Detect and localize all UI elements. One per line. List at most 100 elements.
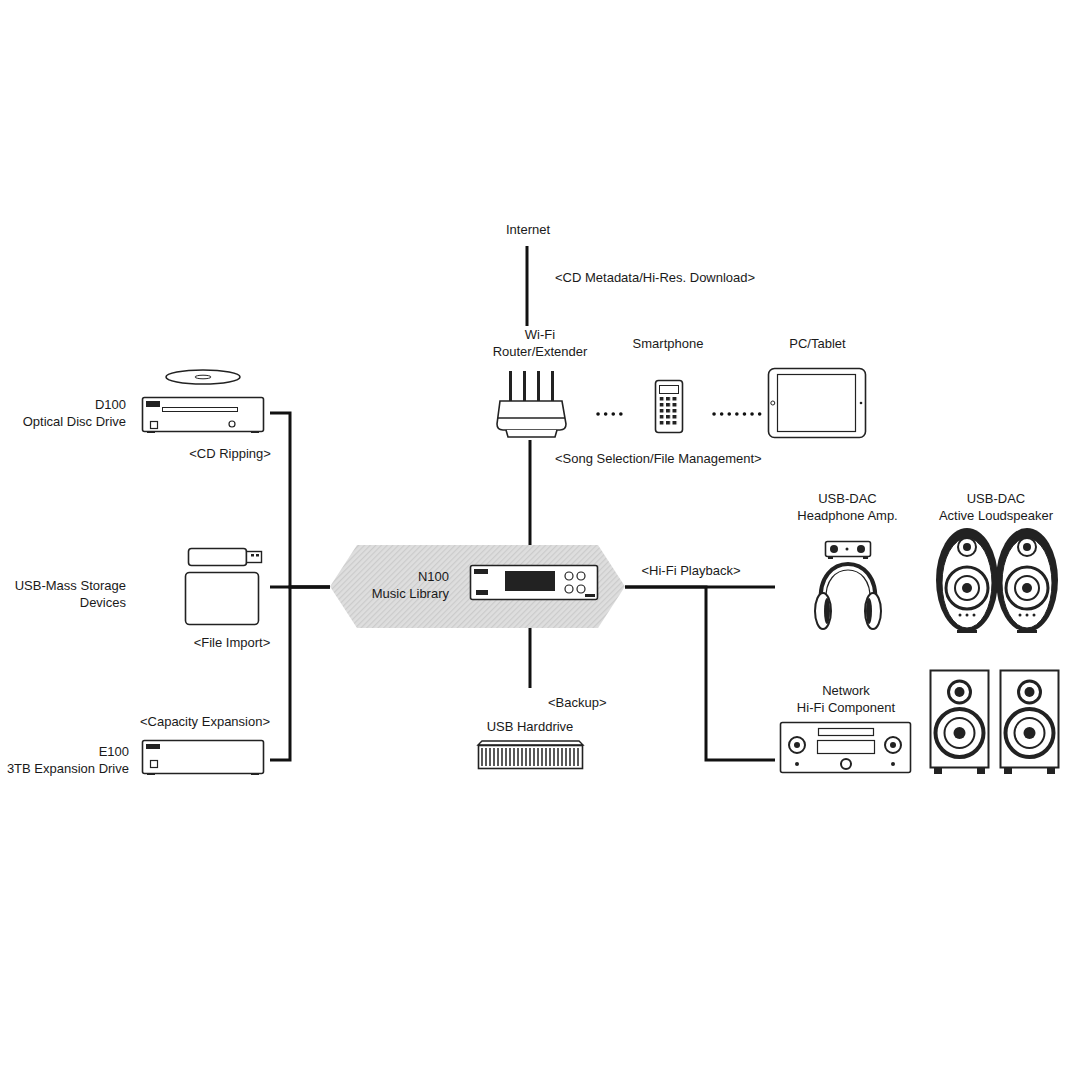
router-icon	[537, 371, 540, 401]
connector-label: <Backup>	[548, 694, 658, 711]
headphones-icon	[824, 598, 830, 624]
usb-harddrive-icon	[479, 746, 583, 769]
disc-drive-icon	[166, 370, 240, 384]
node-label: N100 Music Library	[335, 568, 449, 602]
device-node: USB-DAC Active Loudspeaker	[928, 490, 1064, 636]
active-loudspeaker-icon	[1033, 614, 1036, 617]
bookshelf-speaker-icon	[945, 718, 975, 748]
disc-drive-icon	[146, 401, 160, 407]
node-label: Internet	[488, 221, 568, 238]
active-loudspeaker-icon	[957, 630, 977, 633]
router-icon	[551, 371, 554, 401]
node-label: Network Hi-Fi Component	[776, 682, 916, 716]
music-library-icon	[476, 590, 488, 595]
device-node: Network Hi-Fi Component	[775, 665, 1065, 778]
router-icon	[497, 401, 566, 430]
active-loudspeaker-icon	[1017, 630, 1037, 633]
usb-storage-icon	[186, 549, 262, 625]
expansion-drive-icon	[151, 761, 158, 768]
tablet-icon	[769, 369, 866, 438]
active-loudspeaker-icon	[962, 583, 972, 593]
usb-storage-icon	[247, 552, 262, 563]
connector-label: <CD Metadata/Hi-Res. Download>	[555, 269, 795, 286]
smartphone-icon	[660, 397, 679, 427]
expansion-drive-icon	[251, 773, 259, 775]
node-label: Smartphone	[622, 335, 714, 352]
disc-drive-icon	[143, 370, 264, 433]
expansion-drive-icon	[147, 773, 155, 775]
smartphone-icon	[660, 386, 679, 394]
bookshelf-speaker-icon	[954, 727, 966, 739]
connector-line	[625, 587, 775, 760]
music-library-icon	[471, 566, 598, 600]
connector-label: <Capacity Expansion>	[125, 713, 285, 730]
connector-label: <CD Ripping>	[150, 445, 310, 462]
node-label: E100 3TB Expansion Drive	[3, 743, 129, 777]
expansion-drive-icon	[146, 744, 160, 749]
router-icon	[498, 417, 565, 419]
bookshelf-speaker-icon	[949, 681, 971, 703]
usb-storage-icon	[189, 549, 247, 566]
tablet-icon	[771, 401, 775, 405]
headphones-icon	[826, 570, 870, 600]
headphone-amp-icon	[846, 548, 849, 551]
receiver-icon	[781, 723, 911, 773]
router-icon	[506, 430, 557, 437]
device-node: E100 3TB Expansion Drive	[0, 735, 270, 778]
connector-label: <Song Selection/File Management>	[555, 450, 805, 467]
node-label: PC/Tablet	[765, 335, 870, 352]
node-label: USB Harddrive	[470, 718, 590, 735]
active-loudspeaker-icon	[973, 614, 976, 617]
headphone-amp-icon	[830, 545, 838, 553]
device-node: Smartphone	[622, 334, 714, 436]
usb-harddrive-icon	[478, 741, 583, 745]
bookshelf-speaker-icon	[1004, 768, 1012, 774]
bookshelf-speaker-icon	[931, 671, 1059, 775]
music-library-icon	[565, 585, 573, 593]
active-loudspeaker-icon	[1002, 538, 1052, 628]
headphones-icon	[821, 564, 876, 604]
node-label: USB-DAC Headphone Amp.	[775, 490, 920, 524]
bookshelf-speaker-icon	[1019, 681, 1041, 703]
expansion-drive-icon	[143, 741, 264, 774]
active-loudspeaker-icon	[1018, 538, 1036, 556]
disc-drive-icon	[163, 408, 238, 412]
smartphone-icon	[656, 381, 683, 433]
connector-line	[529, 440, 532, 545]
node-label: USB-Mass Storage Devices	[6, 577, 126, 611]
headphones-icon	[815, 564, 881, 629]
headphone-amp-icon	[863, 557, 868, 559]
bookshelf-speaker-icon	[1006, 709, 1054, 757]
headphones-icon	[866, 598, 872, 624]
disc-drive-icon	[151, 422, 158, 429]
bookshelf-speaker-icon	[1047, 768, 1055, 774]
active-loudspeaker-icon	[1022, 583, 1032, 593]
connector-line	[270, 587, 330, 760]
music-library-icon	[505, 571, 555, 591]
node-label: Wi-Fi Router/Extender	[482, 326, 598, 360]
receiver-icon	[885, 737, 901, 753]
receiver-icon	[819, 729, 874, 736]
headphone-amp-icon	[857, 545, 865, 553]
wireless-link	[598, 412, 622, 416]
device-node: USB-Mass Storage Devices	[6, 545, 270, 630]
wireless-link	[714, 412, 765, 416]
disc-drive-icon	[147, 431, 155, 433]
music-library-icon	[471, 566, 598, 600]
disc-drive-icon	[251, 431, 259, 433]
receiver-icon	[891, 762, 895, 766]
music-library-icon	[565, 572, 573, 580]
device-node: Wi-Fi Router/Extender	[482, 326, 598, 440]
usb-harddrive-icon	[482, 748, 578, 766]
hub-node: N100 Music Library	[330, 545, 625, 628]
bookshelf-speaker-icon	[934, 768, 942, 774]
active-loudspeaker-icon	[936, 528, 998, 632]
tablet-icon	[860, 402, 863, 405]
smartphone-icon	[656, 381, 683, 433]
active-loudspeaker-icon	[1023, 543, 1031, 551]
device-node: USB-DAC Headphone Amp.	[775, 490, 920, 636]
active-loudspeaker-icon	[942, 538, 992, 628]
